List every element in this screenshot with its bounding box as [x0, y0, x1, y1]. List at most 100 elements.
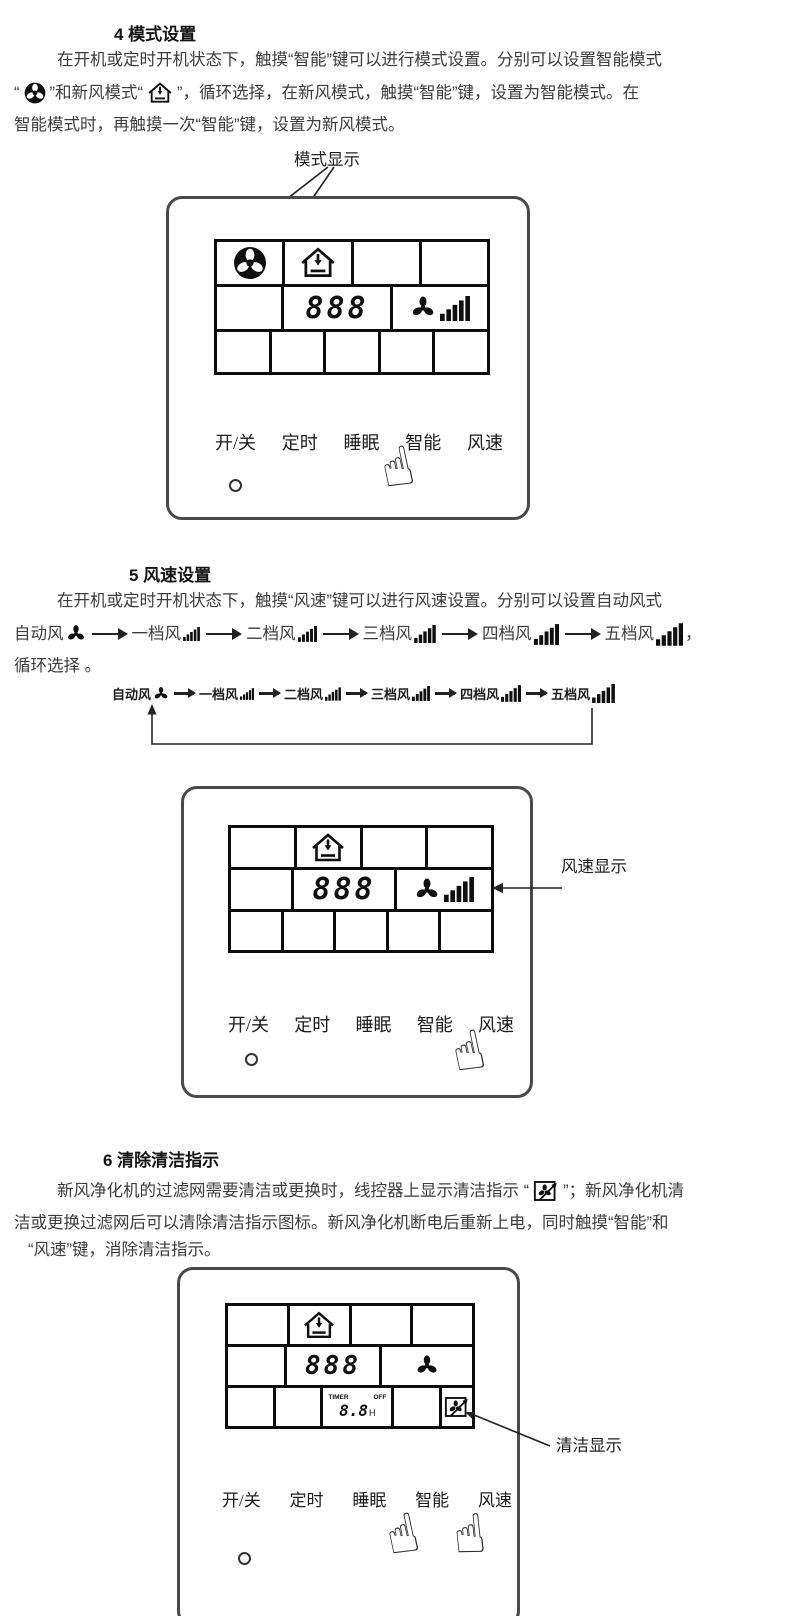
- speed-item-3: 三档风: [363, 621, 437, 648]
- text: ”和新风模式“: [49, 83, 144, 102]
- lcd-cell: [348, 1303, 414, 1347]
- lcd-row: [214, 329, 490, 375]
- paragraph-line: 智能模式时，再触摸一次“智能”键，设置为新风模式。: [14, 112, 780, 139]
- paragraph-line: 在开机或定时开机状态下，触摸“智能”键可以进行模式设置。分别可以设置智能模式: [14, 47, 780, 74]
- controller-panel-clean: 888 TIMER OFF 8.8 H: [177, 1267, 520, 1616]
- text: 二档风: [246, 624, 296, 643]
- lcd-cell: [228, 867, 294, 912]
- text: 五档风: [604, 624, 655, 643]
- section4-heading: 4 模式设置: [114, 25, 197, 44]
- fan-icon: [410, 295, 436, 321]
- button-row: 开/关 定时 睡眠 智能 风速: [228, 1011, 514, 1037]
- clean-indicator-icon: [533, 1179, 559, 1203]
- arrow-right-icon: [206, 628, 242, 639]
- speed-item-1: 一档风: [132, 621, 201, 648]
- text: 智能模式时，再触摸一次“智能”键，设置为新风模式。: [14, 116, 405, 134]
- fan-icon: [415, 1354, 439, 1378]
- timer-word: TIMER: [328, 1394, 349, 1401]
- paragraph-line: 新风净化机的过滤网需要清洁或更换时，线控器上显示清洁指示 “ ”；新风净化机清: [14, 1172, 780, 1210]
- fresh-air-mode-icon: [299, 247, 337, 279]
- arrow-right-icon: [322, 628, 359, 639]
- speed-button: 风速: [466, 433, 503, 453]
- lcd-cell: [225, 1344, 287, 1388]
- indicator-dot: [229, 479, 242, 492]
- text: “风速”键，消除清洁指示。: [28, 1241, 221, 1259]
- paragraph-line: 洁或更换过滤网后可以清除清洁指示图标。新风净化机断电后重新上电，同时触摸“智能”…: [14, 1210, 780, 1237]
- text: 新风净化机的过滤网需要清洁或更换时，线控器上显示清洁指示 “: [57, 1181, 530, 1200]
- text: 三档风: [362, 624, 413, 643]
- lcd-cell: [228, 825, 297, 870]
- speed-3-bars-icon: [414, 625, 436, 643]
- lcd-cell: [410, 1303, 475, 1347]
- section5-paragraph: 在开机或定时开机状态下，触摸“风速”键可以进行风速设置。分别可以设置自动风式 自…: [14, 588, 780, 680]
- controller-panel-speed: 888 开/关 定时 睡眠 智能 风速 ☝: [181, 786, 533, 1098]
- button-row: 开/关 定时 睡眠 智能 风速: [222, 1486, 512, 1511]
- paragraph-line: 循环选择 。: [14, 653, 780, 680]
- speed-5-bars-icon: [592, 684, 616, 703]
- cycle-item-auto: 自动风: [112, 684, 169, 703]
- cycle-item-4: 四档风: [460, 684, 522, 703]
- speed-sequence-line: 自动风 一档风 二档风 三档风 四档风 五档风 ，: [14, 615, 780, 653]
- lcd-cell: [214, 329, 272, 375]
- lcd-digits: 888: [281, 284, 393, 332]
- lcd-cell: [425, 825, 494, 870]
- lcd-cell: [438, 909, 494, 953]
- lcd-digits: 888: [284, 1344, 382, 1388]
- text: 在开机或定时开机状态下，触摸“智能”键可以进行模式设置。分别可以设置智能模式: [57, 51, 662, 69]
- lcd-cell: [272, 1385, 324, 1429]
- lcd-speed-cell: [394, 867, 494, 912]
- smart-button: 智能: [415, 1491, 450, 1510]
- power-button: 开/关: [222, 1491, 261, 1510]
- lcd-row: [214, 239, 490, 287]
- lcd-row: 888: [214, 284, 490, 332]
- power-button: 开/关: [228, 1015, 270, 1035]
- text: 一档风: [199, 687, 239, 702]
- lcd-cell: [418, 239, 490, 287]
- speed-2-bars-icon: [297, 626, 317, 642]
- smart-mode-icon: [233, 246, 267, 280]
- timer-button: 定时: [289, 1491, 324, 1510]
- timer-button: 定时: [294, 1015, 331, 1035]
- section4-paragraph: 在开机或定时开机状态下，触摸“智能”键可以进行模式设置。分别可以设置智能模式 “…: [14, 47, 780, 139]
- pointing-hand-icon: ☝: [379, 1500, 425, 1569]
- lcd-cell: [350, 239, 422, 287]
- sleep-button: 睡眠: [343, 433, 380, 453]
- text: 自动风: [14, 624, 64, 643]
- lcd-row: 888: [228, 867, 494, 912]
- lcd-cell: [385, 909, 442, 953]
- text: 三档风: [371, 687, 411, 702]
- lcd-cell: [379, 1344, 475, 1388]
- text: 二档风: [284, 687, 324, 702]
- clean-display-arrow: [465, 1412, 551, 1447]
- indicator-dot: [238, 1552, 251, 1565]
- text: ”；新风净化机清: [563, 1181, 685, 1200]
- section6-heading: 6 清除清洁指示: [103, 1151, 220, 1170]
- fresh-air-mode-icon: [310, 832, 346, 863]
- timer-readout: TIMER OFF 8.8 H: [323, 1388, 391, 1426]
- arrow-right-icon: [346, 688, 369, 698]
- speed-item-auto: 自动风: [14, 621, 86, 648]
- lcd-cell: [391, 1385, 443, 1429]
- speed-display-arrow: [492, 883, 562, 893]
- lcd-cell: [268, 329, 327, 375]
- speed-cycle-diagram: 自动风 一档风 二档风 三档风 四档风 五档风: [112, 684, 616, 703]
- text: 五档风: [551, 687, 591, 702]
- arrow-right-icon: [442, 628, 478, 639]
- fresh-air-mode-icon: [147, 82, 173, 104]
- paragraph-line: “”和新风模式“”，循环选择，在新风模式，触摸“智能”键，设置为智能模式。在: [14, 74, 780, 112]
- text: 自动风: [112, 687, 152, 702]
- pointing-hand-icon: ☝: [449, 1501, 490, 1568]
- lcd-cell: [280, 909, 337, 953]
- lcd-cell: [432, 329, 490, 375]
- lcd-row: 888: [225, 1344, 475, 1388]
- speed-1-bars-icon: [183, 627, 200, 641]
- lcd-cell: [333, 909, 389, 953]
- lcd-cell: [225, 1385, 276, 1429]
- timer-button: 定时: [281, 433, 318, 453]
- speed-2-bars-icon: [325, 686, 341, 701]
- lcd-cell: [377, 329, 436, 375]
- text: 洁或更换过滤网后可以清除清洁指示图标。新风净化机断电后重新上电，同时触摸“智能”…: [14, 1214, 669, 1232]
- button-row: 开/关 定时 睡眠 智能 风速: [215, 429, 503, 455]
- section5-heading: 5 风速设置: [129, 566, 212, 585]
